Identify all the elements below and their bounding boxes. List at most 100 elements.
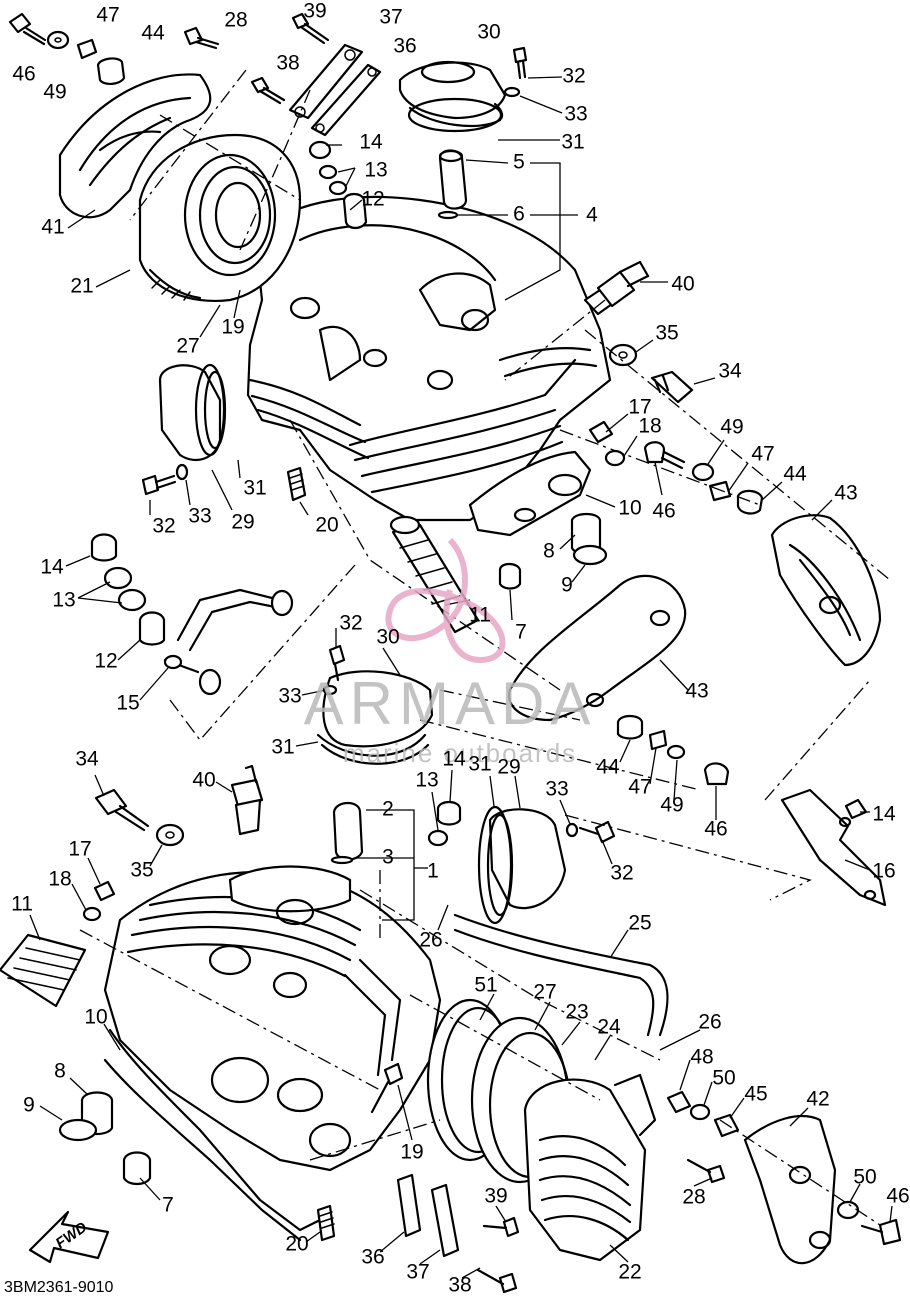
part-callout-c25: 25 [628, 912, 651, 935]
part-callout-c13a: 13 [364, 159, 387, 182]
part-callout-c49b: 49 [720, 416, 743, 439]
part-callout-c36a: 36 [393, 35, 416, 58]
part-callout-c37a: 37 [379, 6, 402, 29]
part-callout-c43b: 43 [685, 680, 708, 703]
part-callout-c29a: 29 [231, 511, 254, 534]
part-callout-c46a: 46 [12, 63, 35, 86]
part-callout-c30b: 30 [376, 626, 399, 649]
top-left-fasteners [8, 12, 382, 137]
fwd-arrow: FWD [28, 1210, 110, 1264]
watermark-subtitle: marine outboards [343, 738, 577, 768]
part-callout-c45: 45 [744, 1083, 767, 1106]
part-callout-c14a: 14 [359, 131, 383, 154]
part-callout-c12b: 12 [94, 650, 117, 673]
right-upper-side-cover [770, 514, 882, 667]
part-callout-c5: 5 [513, 151, 525, 174]
valve-lifter-lower [330, 800, 462, 865]
part-callout-c43a: 43 [834, 482, 857, 505]
front-valve-spring [0, 933, 87, 1008]
rear-left-cover [58, 73, 302, 302]
part-callout-c44c: 44 [596, 756, 620, 779]
front-breather-cover [316, 644, 434, 765]
part-callout-c19b: 19 [400, 1141, 423, 1164]
part-callout-c41: 41 [41, 216, 64, 239]
part-callout-c33a: 33 [564, 103, 587, 126]
part-callout-c23: 23 [565, 1001, 588, 1024]
part-callout-c31d: 31 [468, 753, 491, 776]
part-callout-c46d: 46 [886, 1185, 909, 1208]
part-callout-c22: 22 [618, 1261, 641, 1284]
part-callout-c27a: 27 [176, 335, 199, 358]
part-callout-c31a: 31 [561, 131, 584, 154]
part-callout-c51: 51 [474, 974, 497, 997]
front-left-fasteners [82, 764, 264, 922]
part-callout-c21: 21 [70, 275, 93, 298]
leader-lines [29, 76, 893, 1279]
part-callout-c8b: 8 [54, 1060, 66, 1083]
part-callout-c4: 4 [586, 204, 598, 227]
part-callout-c6: 6 [513, 203, 525, 226]
part-callout-c32d: 32 [610, 862, 633, 885]
left-middle-valve-parts [90, 533, 294, 696]
rear-tappet-cover [141, 363, 307, 502]
part-callout-c18b: 18 [48, 868, 71, 891]
part-callout-c19a: 19 [221, 316, 244, 339]
part-callout-c1: 1 [427, 860, 439, 883]
part-callout-c15: 15 [116, 692, 139, 715]
part-callout-c14b: 14 [40, 556, 64, 579]
part-callout-c32b: 32 [152, 515, 175, 538]
part-callout-c2: 2 [382, 798, 394, 821]
part-callout-c32c: 32 [339, 612, 362, 635]
part-callout-c31b: 31 [243, 477, 266, 500]
part-callout-c27b: 27 [533, 981, 556, 1004]
part-callout-c12a: 12 [361, 188, 384, 211]
part-callout-c17b: 17 [68, 838, 91, 861]
part-callout-c17a: 17 [628, 396, 651, 419]
part-callout-c39a: 39 [303, 0, 326, 23]
watermark-brand: ARMADA [304, 670, 597, 737]
part-callout-c37b: 37 [406, 1261, 429, 1284]
right-lower-bracket [780, 788, 887, 907]
part-callout-c7b: 7 [162, 1194, 174, 1217]
watermark: ARMADA marine outboards [304, 537, 597, 768]
front-cylinder-barrel [426, 913, 669, 1262]
front-right-fasteners [666, 1090, 902, 1265]
part-callout-c13b: 13 [52, 589, 75, 612]
part-callout-c44b: 44 [783, 463, 807, 486]
right-upper-fasteners [588, 343, 764, 515]
part-callout-c33c: 33 [278, 685, 301, 708]
part-callout-c8a: 8 [543, 540, 555, 563]
part-callout-c39b: 39 [484, 1185, 507, 1208]
part-callout-c30a: 30 [477, 21, 500, 44]
rear-cylinder-assembly [246, 195, 612, 634]
part-callout-c9a: 9 [561, 574, 573, 597]
part-callout-c46c: 46 [704, 818, 727, 841]
part-callout-c40b: 40 [192, 769, 215, 792]
part-callout-c24: 24 [597, 1016, 621, 1039]
part-callout-c40a: 40 [671, 273, 694, 296]
part-callout-c11a: 11 [469, 604, 491, 627]
part-callout-c14c: 14 [872, 803, 896, 826]
part-callout-c7a: 7 [515, 621, 527, 644]
part-callout-c47a: 47 [96, 4, 119, 27]
part-callout-c50a: 50 [712, 1067, 735, 1090]
part-callout-c42: 42 [806, 1088, 829, 1111]
part-callout-c18a: 18 [638, 415, 661, 438]
part-callout-c10a: 10 [618, 497, 641, 520]
part-callout-c33b: 33 [188, 505, 211, 528]
part-callout-c26a: 26 [419, 929, 442, 952]
front-tappet-cover [477, 805, 616, 925]
part-callout-c28a: 28 [224, 9, 247, 32]
part-callout-c32a: 32 [562, 65, 585, 88]
part-callout-c10b: 10 [84, 1006, 107, 1029]
part-callout-c11b: 11 [11, 893, 33, 916]
part-callout-c34b: 34 [75, 748, 99, 771]
part-callout-c31c: 31 [271, 736, 294, 759]
part-callout-c14d: 14 [442, 748, 466, 771]
part-callout-c13c: 13 [415, 769, 438, 792]
part-callout-c46b: 46 [652, 500, 675, 523]
part-callout-c20a: 20 [315, 514, 338, 537]
part-callout-c35b: 35 [130, 859, 153, 882]
